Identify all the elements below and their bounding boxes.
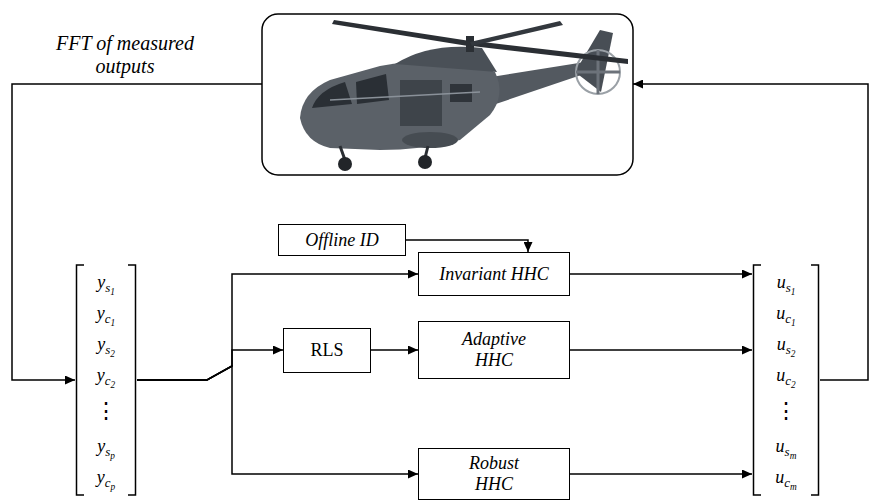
box-text: Adaptive HHC — [454, 329, 534, 370]
box-text: Invariant HHC — [439, 264, 549, 285]
box-text: Offline ID — [305, 230, 379, 251]
helicopter-picture — [418, 155, 432, 169]
input-wire — [633, 84, 868, 380]
vector-bracket — [811, 265, 819, 495]
vector-entry: yc1 — [97, 298, 115, 329]
connector-arrow — [406, 240, 528, 252]
process-box: RLS — [283, 328, 371, 373]
vector-entry: ⋮ — [95, 391, 117, 431]
helicopter-picture — [470, 21, 563, 46]
helicopter-picture — [402, 132, 458, 148]
vector-entry: ucm — [775, 462, 797, 493]
helicopter-picture — [400, 80, 442, 126]
connector-arrow — [570, 273, 752, 275]
signal-vector: ys1yc1ys2yc2⋮yspycp — [75, 264, 137, 496]
vector-entry: us1 — [777, 267, 796, 298]
signal-label: FFT of measured outputs — [30, 32, 220, 78]
vector-entry: ys2 — [97, 329, 115, 360]
connector-arrow — [137, 274, 418, 380]
helicopter-picture — [472, 41, 628, 64]
process-box: Robust HHC — [418, 448, 570, 500]
helicopter-picture — [300, 20, 628, 171]
connector-arrow — [137, 350, 283, 380]
helicopter-picture — [300, 61, 499, 150]
signal-vector: us1uc1us2uc2⋮usmucm — [752, 264, 820, 496]
helicopter-picture — [356, 74, 389, 104]
vector-bracket — [128, 265, 136, 495]
connector-arrow — [570, 473, 752, 475]
vector-entry: yc2 — [97, 360, 115, 391]
box-text: Robust HHC — [454, 453, 534, 494]
vector-entry: usm — [776, 431, 797, 462]
vector-entry: ⋮ — [775, 391, 797, 431]
plant-frame — [262, 14, 633, 175]
process-box: Adaptive HHC — [418, 321, 570, 379]
connector-arrow — [137, 366, 418, 474]
box-text: RLS — [310, 340, 343, 361]
vector-bracket — [754, 265, 762, 495]
helicopter-picture — [332, 20, 470, 46]
vector-entry: uc2 — [776, 360, 795, 391]
helicopter-picture — [338, 157, 352, 171]
connector-arrow — [371, 349, 418, 351]
helicopter-picture — [576, 71, 620, 74]
vector-entry: us2 — [777, 329, 796, 360]
vector-entry: uc1 — [776, 298, 795, 329]
vector-entry: ysp — [97, 431, 115, 462]
process-box: Invariant HHC — [418, 252, 570, 296]
helicopter-picture — [330, 92, 480, 100]
connector-arrow — [570, 349, 752, 351]
helicopter-picture — [312, 82, 352, 108]
process-box: Offline ID — [278, 224, 406, 256]
vector-entry: ycp — [97, 462, 115, 493]
helicopter-picture — [395, 47, 497, 72]
vector-entry: ys1 — [97, 267, 115, 298]
feedback-wire — [12, 84, 262, 380]
vector-bracket — [77, 265, 85, 495]
